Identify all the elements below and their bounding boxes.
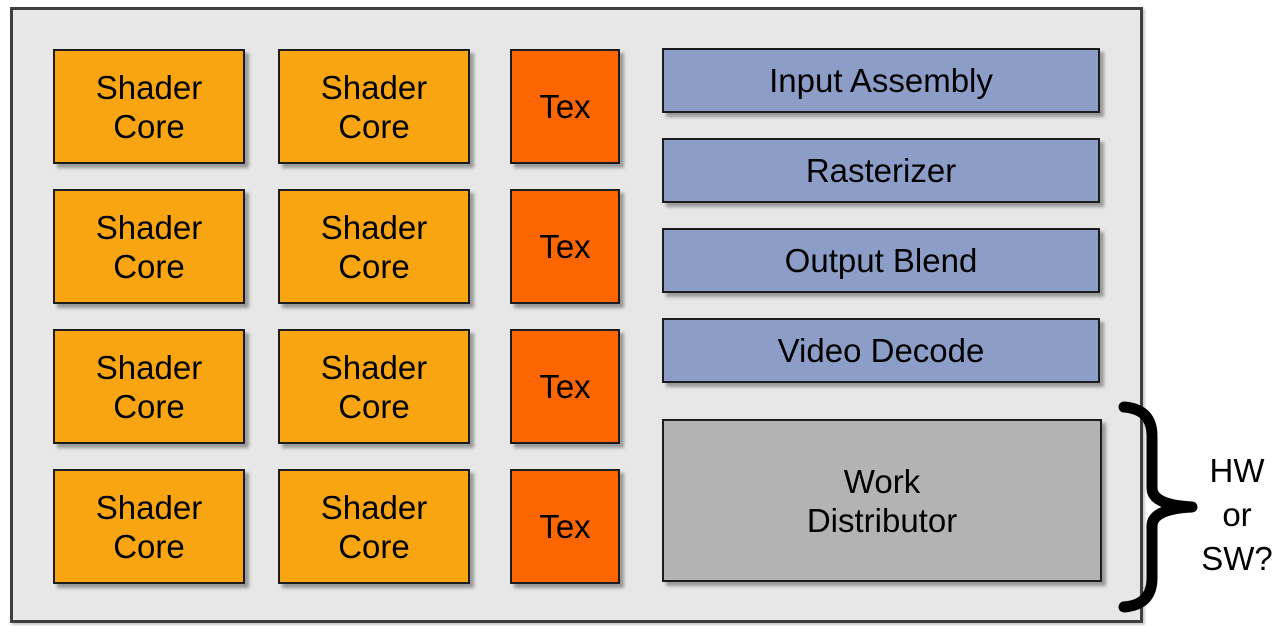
curly-brace-icon — [1118, 401, 1198, 613]
tex-unit-box: Tex — [510, 329, 620, 444]
shader-core-grid: Shader Core Shader Core Shader Core Shad… — [53, 49, 470, 584]
fixed-function-pipeline-column: Input Assembly Rasterizer Output Blend V… — [662, 48, 1100, 383]
chip-container: Shader Core Shader Core Shader Core Shad… — [10, 7, 1143, 623]
pipeline-block-input-assembly: Input Assembly — [662, 48, 1100, 113]
tex-unit-box: Tex — [510, 49, 620, 164]
tex-unit-box: Tex — [510, 189, 620, 304]
shader-core-box: Shader Core — [53, 329, 245, 444]
shader-core-box: Shader Core — [278, 329, 470, 444]
shader-core-box: Shader Core — [278, 469, 470, 584]
pipeline-block-rasterizer: Rasterizer — [662, 138, 1100, 203]
tex-unit-column: Tex Tex Tex Tex — [510, 49, 620, 584]
hw-or-sw-question-label: HW or SW? — [1201, 452, 1273, 577]
shader-core-box: Shader Core — [53, 469, 245, 584]
shader-core-box: Shader Core — [278, 49, 470, 164]
work-distributor-box: Work Distributor — [662, 419, 1102, 582]
shader-core-box: Shader Core — [278, 189, 470, 304]
tex-unit-box: Tex — [510, 469, 620, 584]
pipeline-block-video-decode: Video Decode — [662, 318, 1100, 383]
shader-core-box: Shader Core — [53, 49, 245, 164]
pipeline-block-output-blend: Output Blend — [662, 228, 1100, 293]
shader-core-box: Shader Core — [53, 189, 245, 304]
